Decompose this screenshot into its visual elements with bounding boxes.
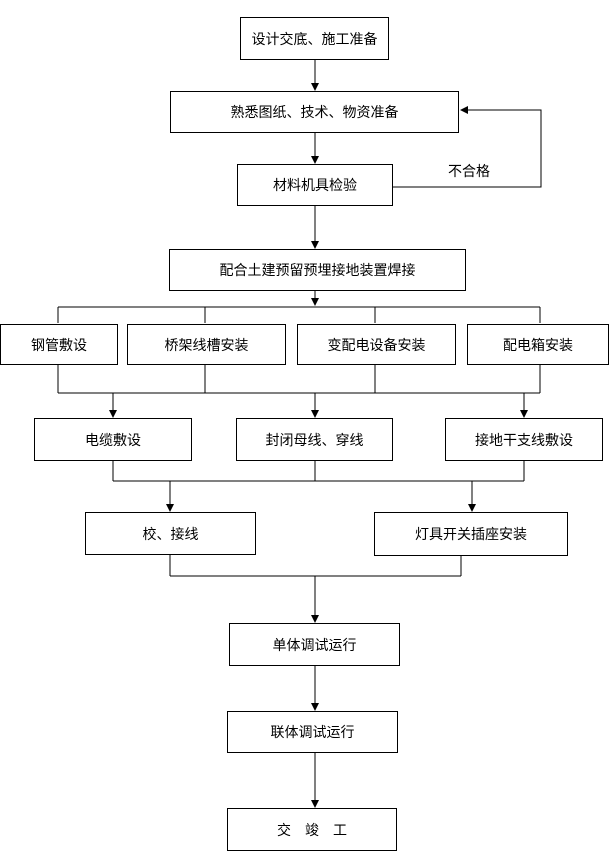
node-check-wiring: 校、接线 (85, 512, 256, 555)
node-dist-box: 配电箱安装 (467, 324, 609, 365)
node-tray: 桥架线槽安装 (127, 324, 286, 365)
node-inspect: 材料机具检验 (237, 164, 393, 206)
node-unit-test: 单体调试运行 (229, 623, 400, 666)
node-coordinate: 配合土建预留预埋接地装置焊接 (169, 249, 466, 291)
node-substation: 变配电设备安装 (297, 324, 456, 365)
node-steel-pipe: 钢管敷设 (0, 324, 118, 365)
label-fail: 不合格 (448, 164, 490, 180)
arrow-fail-loop (393, 106, 542, 188)
node-joint-test: 联体调试运行 (227, 711, 398, 753)
node-cable: 电缆敷设 (34, 418, 192, 461)
node-prep-design: 设计交底、施工准备 (240, 17, 389, 60)
node-ground-branch: 接地干支线敷设 (445, 418, 603, 461)
node-busbar: 封闭母线、穿线 (236, 418, 393, 461)
node-familiarize: 熟悉图纸、技术、物资准备 (170, 91, 459, 133)
node-lamps: 灯具开关插座安装 (374, 512, 568, 556)
node-complete: 交 竣 工 (227, 808, 397, 851)
